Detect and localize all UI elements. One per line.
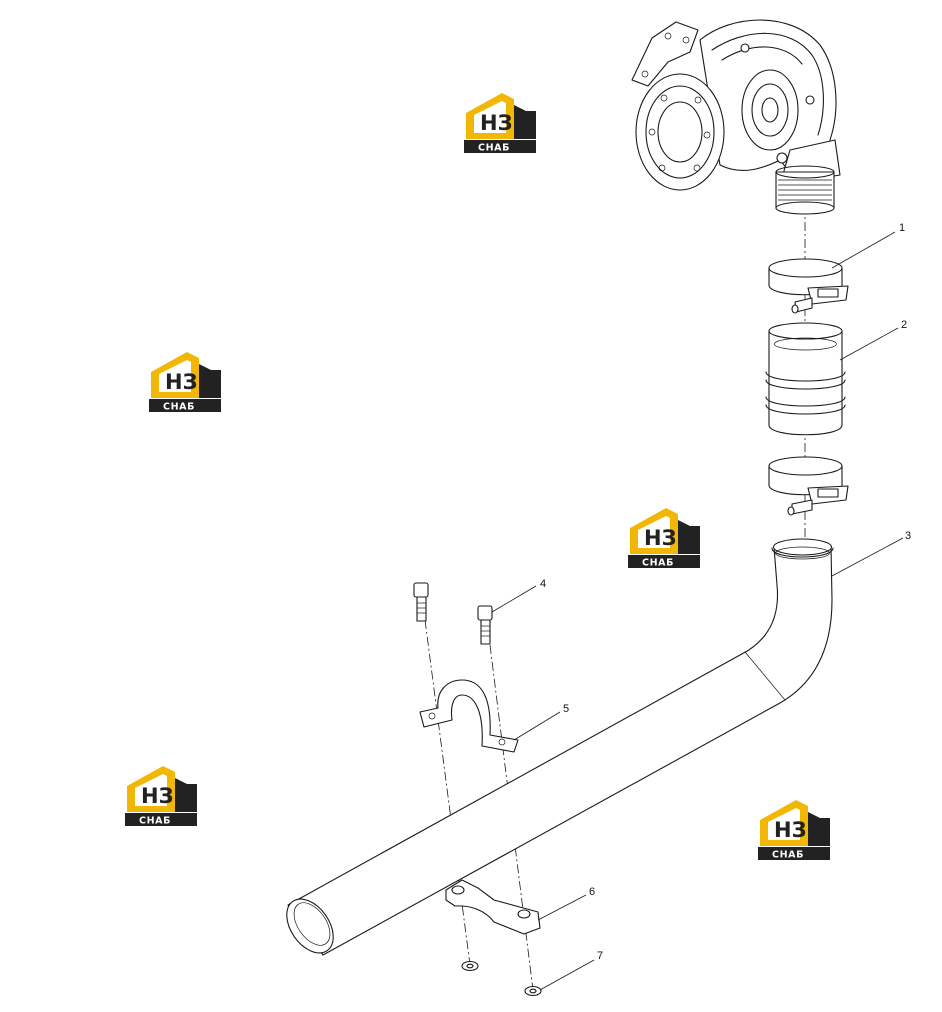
bolt-left [413,582,429,622]
watermark-tag-text: СНАБ [642,558,674,569]
leader-3 [831,537,904,577]
watermark-tag-text: СНАБ [139,816,171,827]
leader-2 [839,327,899,361]
bracket-lower [445,879,541,935]
bolt-axis-left [424,619,471,966]
watermark-logo-1: НЗ СНАБ [464,93,536,154]
watermark-logo-3: НЗ СНАБ [628,508,700,569]
leader-6 [537,894,587,921]
watermark-tag-text: СНАБ [478,143,510,154]
washer-right [524,985,542,997]
bolt-right [477,605,493,645]
callout-1: 1 [899,222,905,234]
callout-4: 4 [540,578,546,590]
watermark-logo-5: НЗ СНАБ [758,800,830,861]
watermark-logo-text: НЗ [165,370,198,394]
exhaust-pipe [286,538,834,956]
callout-6: 6 [589,886,595,898]
leader-5 [513,711,561,741]
watermark-tag-text: СНАБ [163,402,195,413]
leader-4 [491,585,537,613]
hose-clamp-lower [768,456,849,516]
watermark-logo-text: НЗ [480,111,513,135]
callout-5: 5 [563,703,569,715]
bracket-upper [419,679,519,753]
leader-1 [831,231,896,269]
leader-7 [539,959,595,991]
watermark-tag-text: СНАБ [772,850,804,861]
watermark-logo-4: НЗ СНАБ [125,766,197,827]
hose [765,322,846,436]
callout-2: 2 [901,319,907,331]
watermark-logo-text: НЗ [644,526,677,550]
turbocharger [631,19,841,215]
watermark-logo-text: НЗ [141,784,174,808]
callout-3: 3 [905,530,911,542]
washer-left [461,960,479,972]
hose-clamp-upper [768,258,849,314]
watermark-logo-text: НЗ [774,818,807,842]
watermark-logo-2: НЗ СНАБ [149,352,221,413]
callout-7: 7 [597,950,603,962]
